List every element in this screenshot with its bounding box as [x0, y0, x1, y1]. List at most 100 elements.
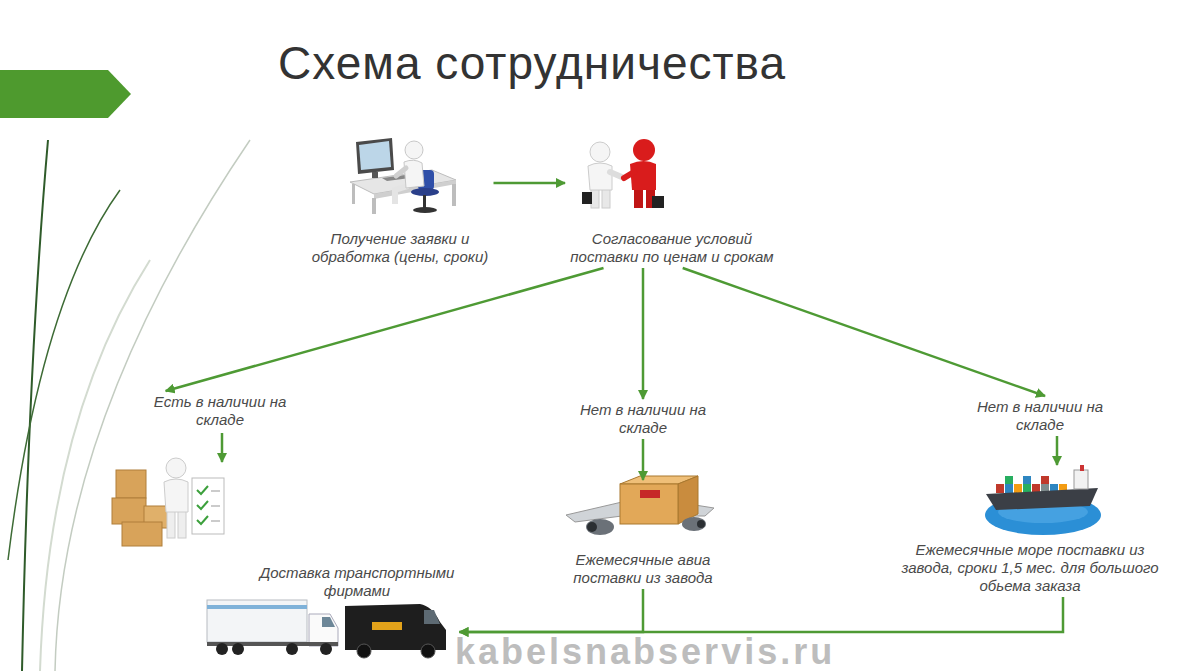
- workstation-icon: [396, 168, 406, 176]
- workstation-icon: [372, 172, 378, 178]
- warehouse-icon: [116, 470, 146, 498]
- warehouse-icon: [197, 501, 208, 509]
- workstation-icon: [395, 186, 408, 204]
- step-node: Нет в наличии на складе: [972, 396, 1109, 436]
- sea-freight-icon: [1014, 484, 1022, 493]
- step-node: Нет в наличии на складе: [575, 399, 712, 439]
- workstation-icon: [372, 198, 376, 214]
- truck-icon: [232, 643, 244, 655]
- caption-line: Согласование условий поставки по ценам и…: [567, 230, 777, 266]
- watermark: kabelsnabservis.ru: [455, 634, 835, 670]
- van-icon: [345, 604, 446, 650]
- caption-line: Ежемесячные море поставки из завода, сро…: [898, 541, 1162, 595]
- caption-text: Ежемесячные море поставки из завода, сро…: [901, 541, 1158, 594]
- flow-arrow: [166, 268, 604, 391]
- stock-arrow: [222, 433, 223, 462]
- warehouse-icon: [166, 458, 186, 478]
- caption-text: Нет в наличии на складе: [977, 398, 1103, 433]
- handshake-icon: [590, 142, 610, 162]
- workstation-icon: [359, 141, 391, 170]
- air-freight-icon: [620, 484, 678, 524]
- van-icon: [357, 644, 371, 658]
- warehouse-icon: [197, 486, 208, 494]
- truck-icon: [322, 617, 335, 627]
- workstation-icon: [356, 138, 394, 174]
- van-icon: [345, 604, 446, 658]
- workstation-icon: [352, 184, 355, 204]
- air-freight-icon: [566, 502, 622, 522]
- flow-arrow: [1056, 436, 1059, 465]
- sea-freight-icon: [1074, 470, 1088, 489]
- air-freight-icon: [682, 517, 706, 531]
- handshake-icon: [634, 188, 643, 208]
- warehouse-icon: [178, 510, 186, 538]
- air-freight-icon: [678, 476, 698, 524]
- caption-text: Получение заявки и обработка (цены, срок…: [312, 230, 488, 265]
- workstation-icon: [350, 138, 456, 214]
- handshake-icon: [582, 139, 664, 208]
- diagram-title: Схема сотрудничества: [278, 36, 786, 90]
- warehouse-icon: [112, 458, 224, 546]
- handshake-icon: [633, 139, 655, 161]
- warehouse-icon: [192, 478, 224, 534]
- workstation-icon: [413, 207, 437, 213]
- step-node: Ежемесячные море поставки из завода, сро…: [896, 465, 1164, 597]
- caption-text: Ежемесячные авиа поставки из завода: [573, 551, 712, 586]
- warehouse-icon: [197, 516, 208, 524]
- handshake-icon: [582, 192, 592, 204]
- truck-icon: [207, 605, 307, 609]
- flow-arrow: [683, 268, 1045, 396]
- decorative-curve: [22, 140, 48, 671]
- sea-freight-icon: [985, 465, 1101, 535]
- truck-icon: [207, 600, 338, 655]
- warehouse-icon: [211, 491, 220, 521]
- truck-icon: [309, 614, 338, 646]
- truck-icon: [320, 643, 332, 655]
- warehouse-icon: [167, 510, 175, 538]
- truck-icon: [216, 643, 228, 655]
- step-node: Есть в наличии на складе: [149, 391, 292, 431]
- sea-freight-icon: [996, 484, 1004, 493]
- flow-arrow: [460, 597, 1064, 632]
- flow-arrow: [642, 439, 645, 480]
- sea-freight-icon: [986, 488, 1098, 510]
- sea-freight-icon: [1023, 484, 1031, 493]
- caption-line: Ежемесячные авиа поставки из завода: [570, 551, 716, 587]
- caption-text: Есть в наличии на складе: [154, 393, 287, 428]
- van-icon: [372, 622, 402, 630]
- step-node: Согласование условий поставки по ценам и…: [565, 130, 779, 268]
- warehouse-icon: [164, 479, 188, 512]
- header-arrow: [0, 70, 131, 118]
- workstation-icon: [423, 195, 426, 209]
- decorative-curve: [40, 260, 150, 671]
- step-node: Получение заявки и обработка (цены, срок…: [307, 130, 494, 268]
- handshake-icon: [588, 163, 612, 190]
- caption-text: Доставка транспортными фирмами: [260, 564, 455, 599]
- caption-line: Есть в наличии на складе: [151, 393, 290, 429]
- sea-freight-icon: [1005, 476, 1013, 484]
- step-node: Ежемесячные авиа поставки из завода: [568, 480, 718, 589]
- truck-icon: [207, 600, 307, 642]
- van-icon: [424, 610, 440, 624]
- caption-line: Получение заявки и обработка (цены, срок…: [309, 230, 492, 266]
- workstation-icon: [452, 184, 456, 206]
- handshake-icon: [624, 172, 634, 178]
- truck-icon: [286, 643, 298, 655]
- air-freight-icon: [697, 520, 705, 528]
- warehouse-icon: [112, 498, 146, 524]
- caption-line: Доставка транспортными фирмами: [257, 564, 458, 600]
- handshake-icon: [652, 196, 664, 208]
- handshake-icon: [602, 188, 610, 208]
- flow-arrow: [460, 589, 644, 632]
- warehouse-icon: [122, 522, 162, 546]
- sea-freight-icon: [1005, 484, 1013, 493]
- sea-freight-icon: [1080, 465, 1084, 471]
- flow-arrow: [494, 182, 566, 185]
- workstation-icon: [405, 141, 423, 159]
- stock-arrow: [221, 433, 224, 462]
- air-freight-icon: [640, 490, 660, 498]
- step-node: Доставка транспортными фирмами: [255, 562, 460, 658]
- workstation-icon: [404, 160, 424, 188]
- caption-text: Нет в наличии на складе: [580, 401, 706, 436]
